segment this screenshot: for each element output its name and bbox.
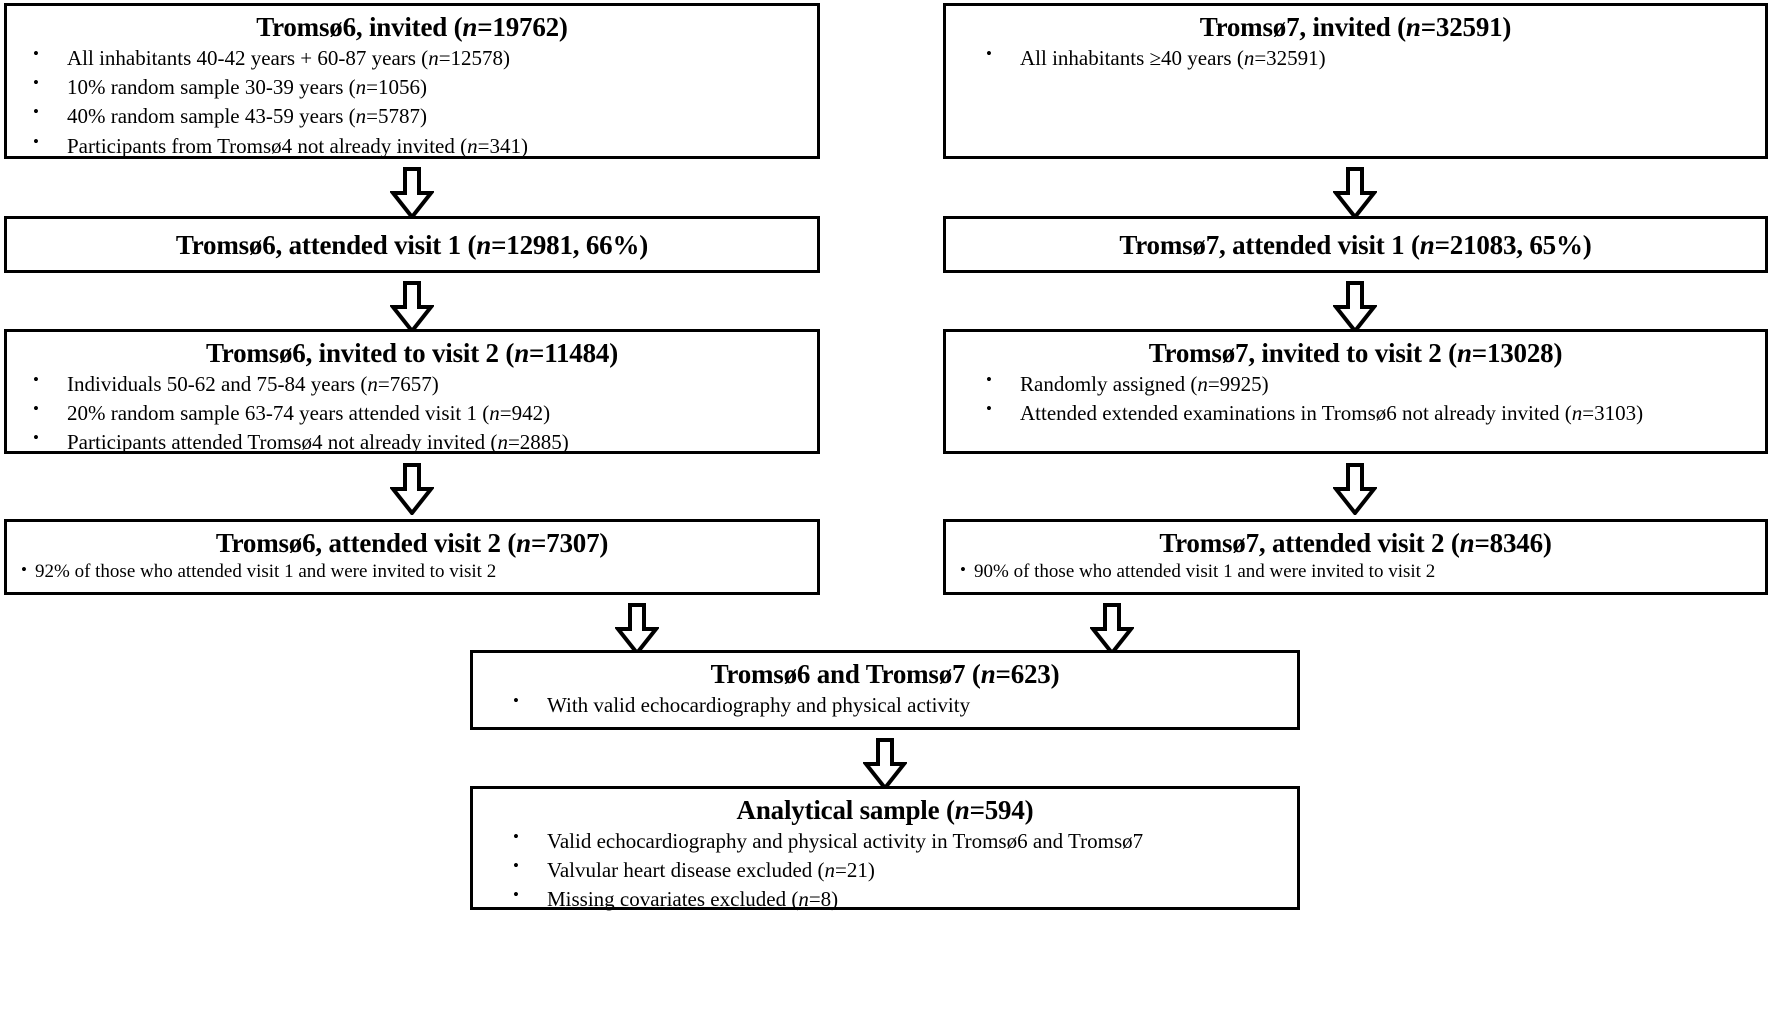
list-item: All inhabitants 40-42 years + 60-87 year… (21, 43, 807, 72)
box-title: Tromsø7, invited to visit 2 (n=13028) (1148, 338, 1563, 368)
bullet-list: Randomly assigned (n=9925) Attended exte… (946, 369, 1765, 427)
box-tromso7-invited-visit2: Tromsø7, invited to visit 2 (n=13028) Ra… (943, 329, 1768, 454)
box-title: Tromsø6, invited to visit 2 (n=11484) (205, 338, 619, 368)
list-item: With valid echocardiography and physical… (487, 690, 1287, 719)
list-item: 90% of those who attended visit 1 and we… (948, 559, 1755, 585)
arrow-down-icon (1333, 167, 1377, 219)
list-item: 20% random sample 63-74 years attended v… (21, 398, 807, 427)
bullet-list: Individuals 50-62 and 75-84 years (n=765… (7, 369, 817, 456)
list-item: Participants attended Tromsø4 not alread… (21, 427, 807, 456)
arrow-down-icon (615, 603, 659, 655)
box-tromso7-attended-visit2: Tromsø7, attended visit 2 (n=8346) 90% o… (943, 519, 1768, 595)
list-item: 40% random sample 43-59 years (n=5787) (21, 101, 807, 130)
box-title: Analytical sample (n=594) (736, 795, 1034, 825)
box-title: Tromsø7, attended visit 2 (n=8346) (1159, 528, 1552, 558)
bullet-list: Valid echocardiography and physical acti… (473, 826, 1297, 913)
bullet-list: 90% of those who attended visit 1 and we… (946, 559, 1765, 585)
box-title: Tromsø6, attended visit 2 (n=7307) (215, 528, 609, 558)
list-item: Missing covariates excluded (n=8) (487, 884, 1287, 913)
box-tromso6-attended-visit1: Tromsø6, attended visit 1 (n=12981, 66%) (4, 216, 820, 273)
box-title: Tromsø6, invited (n=19762) (256, 12, 568, 42)
arrow-down-icon (390, 167, 434, 219)
box-tromso7-invited: Tromsø7, invited (n=32591) All inhabitan… (943, 3, 1768, 159)
arrow-down-icon (1333, 463, 1377, 515)
list-item: 10% random sample 30-39 years (n=1056) (21, 72, 807, 101)
bullet-list: All inhabitants 40-42 years + 60-87 year… (7, 43, 817, 160)
arrow-down-icon (390, 463, 434, 515)
bullet-list: With valid echocardiography and physical… (473, 690, 1297, 719)
bullet-list: 92% of those who attended visit 1 and we… (7, 559, 817, 585)
box-title: Tromsø6, attended visit 1 (n=12981, 66%) (175, 230, 649, 260)
box-analytical-sample: Analytical sample (n=594) Valid echocard… (470, 786, 1300, 913)
list-item: Randomly assigned (n=9925) (960, 369, 1755, 398)
list-item: Valvular heart disease excluded (n=21) (487, 855, 1287, 884)
list-item: Valid echocardiography and physical acti… (487, 826, 1287, 855)
box-title: Tromsø6 and Tromsø7 (n=623) (710, 659, 1060, 689)
box-tromso6-invited-visit2: Tromsø6, invited to visit 2 (n=11484) In… (4, 329, 820, 454)
list-item: All inhabitants ≥40 years (n=32591) (960, 43, 1755, 72)
box-title: Tromsø7, attended visit 1 (n=21083, 65%) (1119, 230, 1592, 260)
list-item: Participants from Tromsø4 not already in… (21, 131, 807, 160)
list-item: Attended extended examinations in Tromsø… (960, 398, 1755, 427)
arrow-down-icon (1333, 281, 1377, 333)
box-title: Tromsø7, invited (n=32591) (1199, 12, 1512, 42)
box-tromso6-invited: Tromsø6, invited (n=19762) All inhabitan… (4, 3, 820, 159)
arrow-down-icon (390, 281, 434, 333)
list-item: 92% of those who attended visit 1 and we… (9, 559, 807, 585)
list-item: Individuals 50-62 and 75-84 years (n=765… (21, 369, 807, 398)
box-combined-tromso6-tromso7: Tromsø6 and Tromsø7 (n=623) With valid e… (470, 650, 1300, 730)
box-tromso6-attended-visit2: Tromsø6, attended visit 2 (n=7307) 92% o… (4, 519, 820, 595)
bullet-list: All inhabitants ≥40 years (n=32591) (946, 43, 1765, 72)
arrow-down-icon (1090, 603, 1134, 655)
box-tromso7-attended-visit1: Tromsø7, attended visit 1 (n=21083, 65%) (943, 216, 1768, 273)
arrow-down-icon (863, 738, 907, 790)
